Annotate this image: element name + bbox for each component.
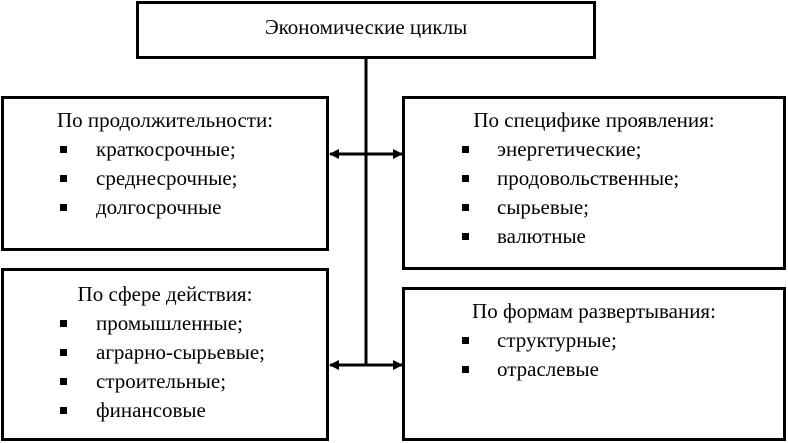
category-title: По специфике проявления: <box>473 108 715 132</box>
category-box-duration: По продолжительности: краткосрочные; сре… <box>1 96 329 251</box>
list-item: энергетические; <box>405 135 783 164</box>
category-box-scope: По сфере действия: промышленные; аграрно… <box>1 268 329 441</box>
list-item: отраслевые <box>405 355 783 384</box>
category-item-list: энергетические; продовольственные; сырье… <box>405 135 783 251</box>
bullet-icon <box>60 349 67 356</box>
bullet-icon <box>462 175 469 182</box>
list-item: продовольственные; <box>405 164 783 193</box>
bullet-icon <box>60 175 67 182</box>
list-item: структурные; <box>405 326 783 355</box>
list-item-label: финансовые <box>96 398 206 422</box>
list-item: аграрно-сырьевые; <box>4 338 326 367</box>
category-item-list: краткосрочные; среднесрочные; долгосрочн… <box>4 135 326 222</box>
bullet-icon <box>462 146 469 153</box>
bullet-icon <box>60 407 67 414</box>
bullet-icon <box>462 337 469 344</box>
list-item: краткосрочные; <box>4 135 326 164</box>
list-item: промышленные; <box>4 309 326 338</box>
root-title: Экономические циклы <box>264 15 468 39</box>
bullet-icon <box>462 366 469 373</box>
category-item-list: промышленные; аграрно-сырьевые; строител… <box>4 309 326 425</box>
list-item-label: сырьевые; <box>497 195 590 219</box>
bullet-icon <box>60 320 67 327</box>
bullet-icon <box>462 233 469 240</box>
list-item-label: отраслевые <box>497 357 599 381</box>
list-item-label: энергетические; <box>497 137 642 161</box>
list-item-label: структурные; <box>497 328 617 352</box>
list-item: среднесрочные; <box>4 164 326 193</box>
category-title: По сфере действия: <box>77 282 253 306</box>
bullet-icon <box>60 204 67 211</box>
list-item-label: среднесрочные; <box>96 166 238 190</box>
list-item: долгосрочные <box>4 193 326 222</box>
category-title: По продолжительности: <box>56 108 274 132</box>
list-item: валютные <box>405 222 783 251</box>
bullet-icon <box>60 378 67 385</box>
list-item: сырьевые; <box>405 193 783 222</box>
list-item-label: долгосрочные <box>96 195 222 219</box>
list-item-label: продовольственные; <box>497 166 680 190</box>
list-item-label: строительные; <box>96 369 227 393</box>
category-box-forms: По формам развертывания: структурные; от… <box>402 287 786 441</box>
list-item-label: промышленные; <box>96 311 243 335</box>
category-box-specifics: По специфике проявления: энергетические;… <box>402 96 786 270</box>
root-box: Экономические циклы <box>136 1 596 59</box>
bullet-icon <box>60 146 67 153</box>
list-item: финансовые <box>4 396 326 425</box>
category-item-list: структурные; отраслевые <box>405 326 783 384</box>
list-item-label: валютные <box>497 224 586 248</box>
list-item-label: аграрно-сырьевые; <box>96 340 265 364</box>
list-item: строительные; <box>4 367 326 396</box>
bullet-icon <box>462 204 469 211</box>
list-item-label: краткосрочные; <box>96 137 236 161</box>
category-title: По формам развертывания: <box>472 299 716 323</box>
